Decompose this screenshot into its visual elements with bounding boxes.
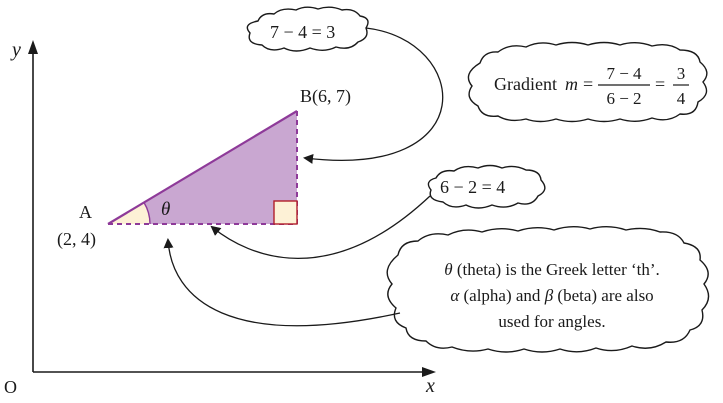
y-axis-arrowhead: [28, 40, 38, 54]
rise-bubble-outline: [246, 6, 369, 52]
x-axis-label: x: [425, 375, 435, 397]
theta-arrow: [163, 238, 401, 327]
right-triangle: θ: [107, 110, 298, 225]
theta-note-line2-text-a: (alpha) and: [459, 286, 544, 305]
theta-note-line2-text-b: (beta) are also: [553, 286, 654, 305]
fraction2-denominator: 4: [677, 89, 686, 108]
run-bubble-text: 6 − 2 = 4: [440, 177, 505, 197]
rise-bubble: 7 − 4 = 3: [246, 6, 369, 52]
beta-symbol: β: [544, 286, 554, 305]
gradient-bubble-outline: [467, 41, 708, 123]
axes: y x O: [4, 39, 436, 397]
alpha-symbol: α: [450, 286, 460, 305]
fraction2-numerator: 3: [677, 64, 686, 83]
theta-note-outline: [386, 226, 710, 353]
theta-note-line2: α (alpha) and β (beta) are also: [450, 286, 653, 305]
rise-arrow: [303, 27, 444, 164]
fraction1-denominator: 6 − 2: [606, 89, 641, 108]
run-arrow: [210, 195, 431, 259]
run-bubble-outline: [427, 164, 546, 209]
point-labels: A (2, 4) B(6, 7): [57, 86, 351, 250]
gradient-variable: m: [565, 74, 578, 94]
origin-label: O: [4, 377, 17, 397]
theta-note-line1: θ (theta) is the Greek letter ‘th’.: [444, 260, 660, 279]
angle-theta-label: θ: [161, 199, 170, 220]
hypotenuse-ab: [107, 110, 298, 225]
gradient-bubble: Gradient m = 7 − 4 6 − 2 = 3 4: [467, 41, 708, 123]
fraction1-numerator: 7 − 4: [606, 64, 642, 83]
theta-note-line1-text: (theta) is the Greek letter ‘th’.: [453, 260, 660, 279]
gradient-equals-2: =: [655, 74, 665, 94]
x-axis-arrowhead: [422, 367, 436, 377]
rise-bubble-text: 7 − 4 = 3: [270, 22, 335, 42]
theta-note-bubble: θ (theta) is the Greek letter ‘th’. α (a…: [386, 226, 710, 353]
y-axis-label: y: [10, 39, 21, 61]
point-a-name: A: [79, 202, 92, 222]
point-a-coords: (2, 4): [57, 229, 96, 250]
run-bubble: 6 − 2 = 4: [427, 164, 546, 209]
theta-note-line3: used for angles.: [498, 312, 605, 331]
right-angle-marker: [273, 200, 298, 225]
gradient-prefix: Gradient: [494, 74, 557, 94]
theta-symbol: θ: [444, 260, 452, 279]
point-b-label: B(6, 7): [300, 86, 351, 107]
annotation-arrows: [163, 27, 444, 327]
gradient-equals: =: [583, 74, 593, 94]
